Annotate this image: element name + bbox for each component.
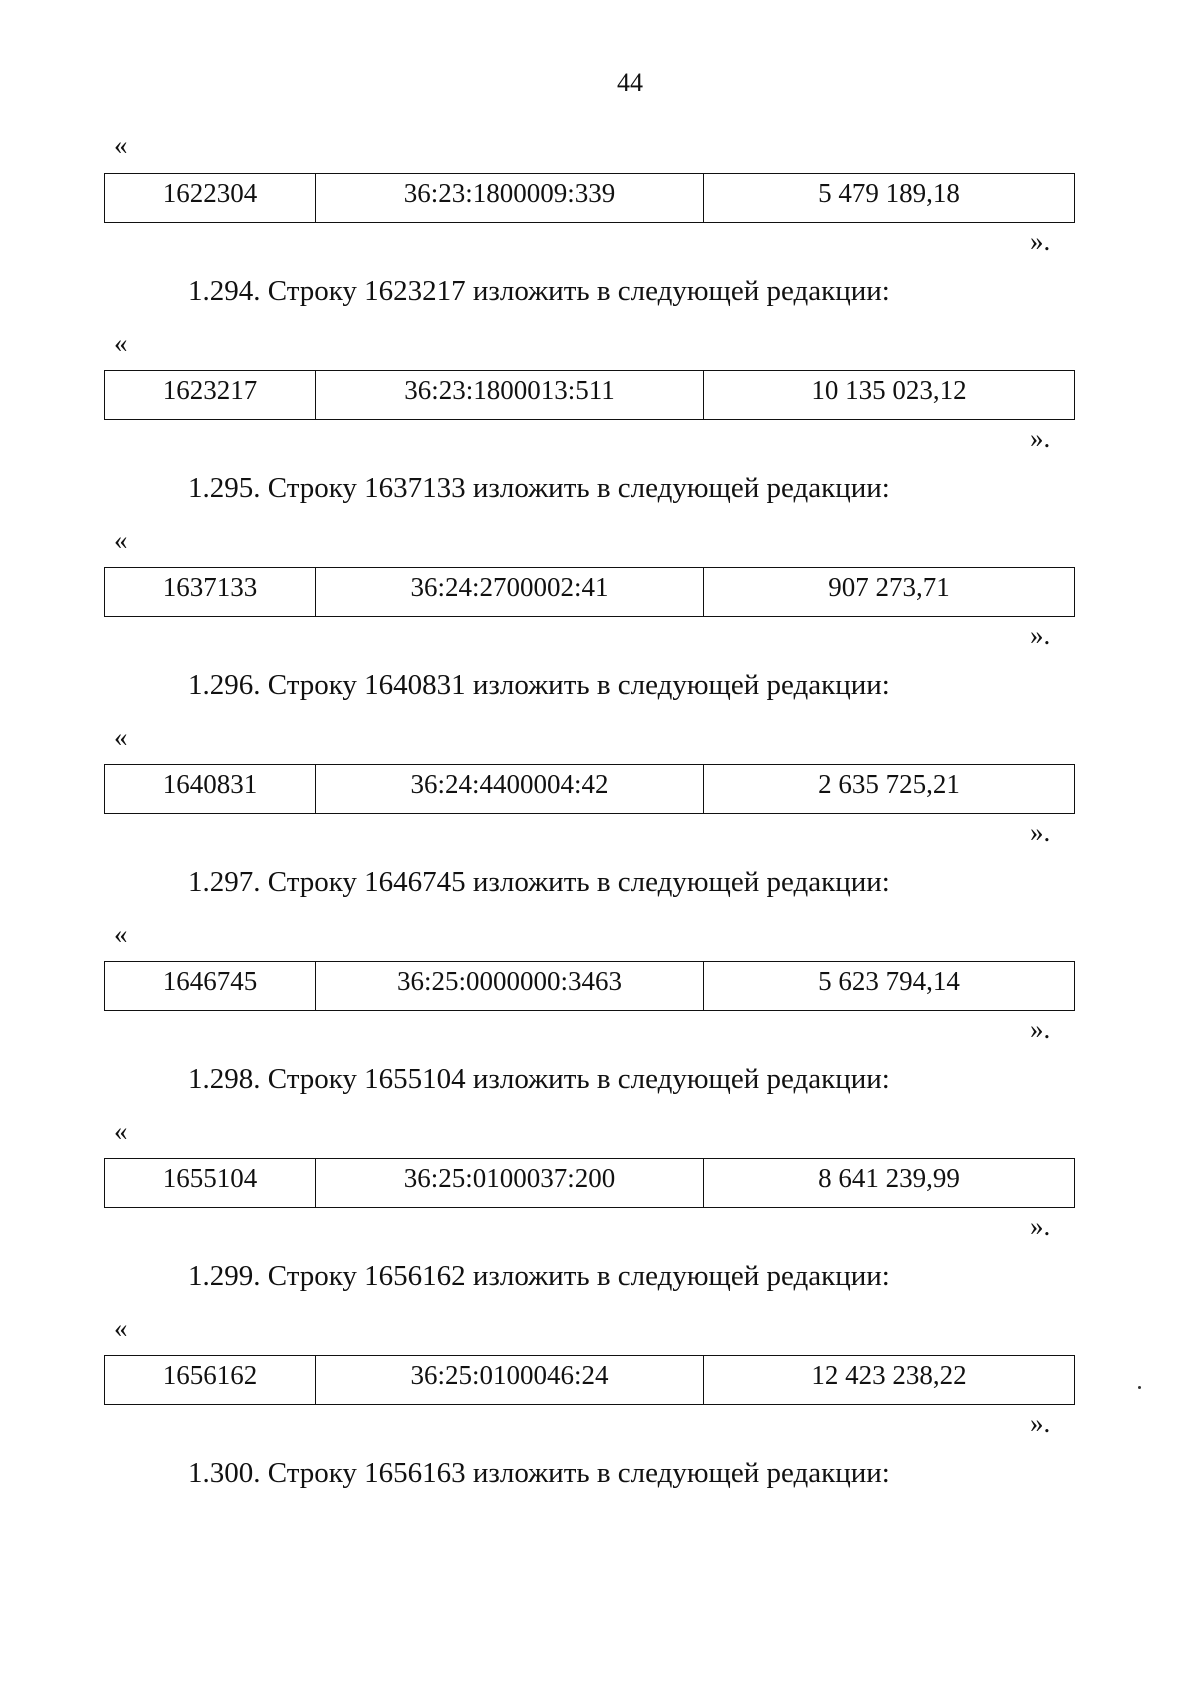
instruction-text: 1.296. Строку 1640831 изложить в следующ… — [188, 669, 890, 701]
quote-open: « — [114, 1313, 128, 1343]
quote-close: ». — [1030, 620, 1051, 650]
data-table: 1623217 36:23:1800013:511 10 135 023,12 — [104, 370, 1075, 420]
cadastral-number: 36:25:0100046:24 — [315, 1355, 704, 1405]
cadastral-number: 36:23:1800009:339 — [315, 173, 704, 223]
cadastral-value: 5 623 794,14 — [703, 961, 1075, 1011]
data-table: 1637133 36:24:2700002:41 907 273,71 — [104, 567, 1075, 617]
table-row: 1640831 36:24:4400004:42 2 635 725,21 — [104, 764, 1075, 814]
table-row: 1623217 36:23:1800013:511 10 135 023,12 — [104, 370, 1075, 420]
quote-open: « — [114, 525, 128, 555]
instruction-text: 1.295. Строку 1637133 изложить в следующ… — [188, 472, 890, 504]
quote-open: « — [114, 328, 128, 358]
row-code: 1640831 — [104, 764, 316, 814]
cadastral-value: 8 641 239,99 — [703, 1158, 1075, 1208]
quote-open: « — [114, 919, 128, 949]
instruction-text: 1.300. Строку 1656163 изложить в следующ… — [188, 1457, 890, 1489]
instruction-text: 1.299. Строку 1656162 изложить в следующ… — [188, 1260, 890, 1292]
cadastral-number: 36:25:0000000:3463 — [315, 961, 704, 1011]
cadastral-number: 36:23:1800013:511 — [315, 370, 704, 420]
cadastral-value: 12 423 238,22 — [703, 1355, 1075, 1405]
table-row: 1622304 36:23:1800009:339 5 479 189,18 — [104, 173, 1075, 223]
instruction-text: 1.297. Строку 1646745 изложить в следующ… — [188, 866, 890, 898]
row-code: 1646745 — [104, 961, 316, 1011]
data-table: 1646745 36:25:0000000:3463 5 623 794,14 — [104, 961, 1075, 1011]
quote-close: ». — [1030, 1014, 1051, 1044]
quote-open: « — [114, 1116, 128, 1146]
row-code: 1623217 — [104, 370, 316, 420]
row-code: 1656162 — [104, 1355, 316, 1405]
quote-close: ». — [1030, 423, 1051, 453]
data-table: 1640831 36:24:4400004:42 2 635 725,21 — [104, 764, 1075, 814]
cadastral-value: 10 135 023,12 — [703, 370, 1075, 420]
data-table: 1655104 36:25:0100037:200 8 641 239,99 — [104, 1158, 1075, 1208]
table-row: 1656162 36:25:0100046:24 12 423 238,22 — [104, 1355, 1075, 1405]
page-number: 44 — [617, 68, 643, 97]
data-table: 1656162 36:25:0100046:24 12 423 238,22 — [104, 1355, 1075, 1405]
cadastral-value: 907 273,71 — [703, 567, 1075, 617]
quote-close: ». — [1030, 1408, 1051, 1438]
cadastral-number: 36:24:4400004:42 — [315, 764, 704, 814]
cadastral-value: 2 635 725,21 — [703, 764, 1075, 814]
table-row: 1637133 36:24:2700002:41 907 273,71 — [104, 567, 1075, 617]
instruction-text: 1.298. Строку 1655104 изложить в следующ… — [188, 1063, 890, 1095]
table-row: 1655104 36:25:0100037:200 8 641 239,99 — [104, 1158, 1075, 1208]
cadastral-value: 5 479 189,18 — [703, 173, 1075, 223]
data-table: 1622304 36:23:1800009:339 5 479 189,18 — [104, 173, 1075, 223]
row-code: 1622304 — [104, 173, 316, 223]
quote-open: « — [114, 722, 128, 752]
table-row: 1646745 36:25:0000000:3463 5 623 794,14 — [104, 961, 1075, 1011]
quote-close: ». — [1030, 1211, 1051, 1241]
scan-artifact — [1138, 1386, 1141, 1389]
quote-close: ». — [1030, 226, 1051, 256]
quote-open: « — [114, 130, 128, 160]
quote-close: ». — [1030, 817, 1051, 847]
row-code: 1637133 — [104, 567, 316, 617]
row-code: 1655104 — [104, 1158, 316, 1208]
instruction-text: 1.294. Строку 1623217 изложить в следующ… — [188, 275, 890, 307]
cadastral-number: 36:25:0100037:200 — [315, 1158, 704, 1208]
cadastral-number: 36:24:2700002:41 — [315, 567, 704, 617]
